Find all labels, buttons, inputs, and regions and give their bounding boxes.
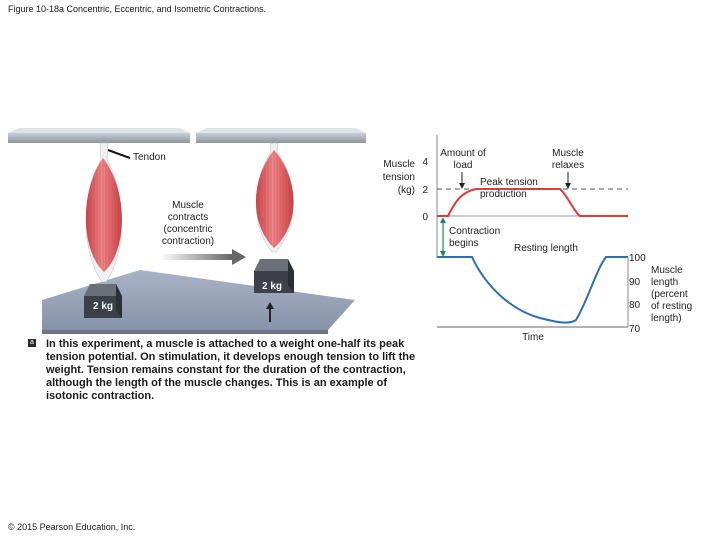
contracts-label-3: (concentric — [164, 224, 213, 235]
peak-tension-label-2: production — [480, 189, 527, 200]
tension-tick-2: 2 — [422, 185, 428, 196]
left-ceiling-bar — [8, 128, 190, 143]
length-tick-100: 100 — [629, 253, 646, 264]
relax-arrow — [565, 172, 571, 189]
copyright: © 2015 Pearson Education, Inc. — [8, 522, 136, 532]
contraction-begins-label-2: begins — [449, 238, 478, 249]
resting-length-label: Resting length — [514, 243, 578, 254]
weight-block-left — [84, 284, 122, 318]
length-tick-90: 90 — [629, 277, 641, 288]
tension-axis-label-3: (kg) — [398, 185, 415, 196]
caption: In this experiment, a muscle is attached… — [46, 338, 416, 402]
time-axis-label: Time — [522, 332, 544, 343]
muscle-right — [255, 142, 294, 253]
length-axis-label-1: Muscle — [651, 265, 683, 276]
weight-right-label: 2 kg — [262, 281, 282, 292]
weight-block-right — [254, 259, 294, 293]
tension-curve — [437, 188, 628, 217]
graph — [436, 135, 629, 328]
length-curve — [437, 256, 628, 324]
peak-tension-label-1: Peak tension — [480, 177, 538, 188]
muscle-relaxes-label-1: Muscle — [552, 148, 584, 159]
weight-left-label: 2 kg — [93, 301, 113, 312]
length-axis-label-2: length — [651, 277, 678, 288]
amount-of-load-label-1: Amount of — [440, 148, 486, 159]
length-axis-label-4: of resting — [651, 301, 692, 312]
contraction-begins-arrow — [440, 217, 446, 257]
muscle-relaxes-label-2: relaxes — [552, 160, 584, 171]
right-ceiling-bar — [196, 128, 366, 143]
tension-axis-label-2: tension — [383, 172, 415, 183]
contracts-label-1: Muscle — [172, 200, 204, 211]
lift-arrow — [266, 302, 274, 322]
figure-title: Figure 10-18a Concentric, Eccentric, and… — [8, 4, 267, 14]
muscle-left — [85, 142, 122, 283]
panel-badge: a — [28, 339, 36, 347]
tension-tick-4: 4 — [422, 157, 428, 168]
contracts-label-4: contraction) — [162, 236, 214, 247]
tendon-pointer — [107, 149, 131, 159]
tension-tick-0: 0 — [422, 212, 428, 223]
contracts-label-2: contracts — [168, 212, 209, 223]
length-tick-70: 70 — [629, 324, 641, 335]
load-arrow — [459, 172, 465, 189]
contraction-begins-label-1: Contraction — [449, 226, 500, 237]
length-axis-label-3: (percent — [651, 289, 688, 300]
amount-of-load-label-2: load — [454, 160, 473, 171]
length-tick-80: 80 — [629, 300, 641, 311]
tension-axis-label-1: Muscle — [383, 159, 415, 170]
progress-arrow — [160, 249, 246, 265]
tendon-label: Tendon — [133, 152, 166, 163]
length-axis-label-5: length) — [651, 313, 682, 324]
